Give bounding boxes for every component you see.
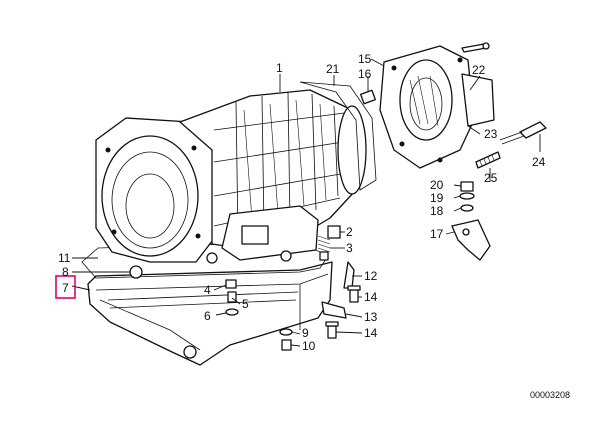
clip-12[interactable] <box>343 261 355 289</box>
sensor-24[interactable] <box>499 121 547 145</box>
stud-25[interactable] <box>475 151 501 169</box>
callouts: 1 2 3 4 5 6 7 8 9 10 11 12 13 14 14 15 1… <box>55 52 546 353</box>
callout-14-upper[interactable]: 14 <box>364 290 378 304</box>
drain-plug-10[interactable] <box>281 339 292 351</box>
bolt-14a[interactable] <box>347 285 361 303</box>
callout-4[interactable]: 4 <box>204 283 211 297</box>
filter-screen-2[interactable] <box>327 225 341 239</box>
callout-7-highlight <box>55 275 76 299</box>
washer-19[interactable] <box>459 192 475 200</box>
spring-3[interactable] <box>317 235 331 261</box>
callout-20[interactable]: 20 <box>430 178 444 192</box>
oil-pan[interactable] <box>87 261 333 366</box>
ring-18[interactable] <box>460 204 474 212</box>
transmission-housing[interactable] <box>95 89 367 264</box>
diagram-id: 00003208 <box>530 390 570 400</box>
extension-housing[interactable] <box>379 45 495 169</box>
bush-20[interactable] <box>460 181 474 192</box>
callout-24[interactable]: 24 <box>532 155 546 169</box>
callout-18[interactable]: 18 <box>430 204 444 218</box>
callout-6[interactable]: 6 <box>204 309 211 323</box>
seal-9[interactable] <box>279 328 293 336</box>
clamp-13[interactable] <box>321 301 347 319</box>
callout-8[interactable]: 8 <box>62 265 69 279</box>
callout-23[interactable]: 23 <box>484 127 498 141</box>
callout-5[interactable]: 5 <box>242 297 249 311</box>
bolt-5[interactable] <box>227 291 237 303</box>
callout-19[interactable]: 19 <box>430 191 444 205</box>
plug-4[interactable] <box>225 279 237 289</box>
bracket-17[interactable] <box>451 219 491 261</box>
callout-17[interactable]: 17 <box>430 227 444 241</box>
callout-10[interactable]: 10 <box>302 339 316 353</box>
callout-14-lower[interactable]: 14 <box>364 326 378 340</box>
screw-15[interactable] <box>461 42 490 53</box>
callout-22[interactable]: 22 <box>472 63 486 77</box>
callout-11[interactable]: 11 <box>58 251 71 265</box>
callout-2[interactable]: 2 <box>346 225 353 239</box>
callout-13[interactable]: 13 <box>364 310 378 324</box>
callout-3[interactable]: 3 <box>346 241 353 255</box>
callout-9[interactable]: 9 <box>302 326 309 340</box>
callout-12[interactable]: 12 <box>364 269 378 283</box>
callout-15[interactable]: 15 <box>358 52 372 66</box>
rear-gasket[interactable] <box>299 81 377 191</box>
callout-25[interactable]: 25 <box>484 171 498 185</box>
callout-7[interactable]: 7 <box>62 281 69 295</box>
callout-16[interactable]: 16 <box>358 67 372 81</box>
washer-6[interactable] <box>225 308 239 316</box>
callout-21[interactable]: 21 <box>326 62 340 76</box>
callout-1[interactable]: 1 <box>276 61 283 75</box>
bolt-14b[interactable] <box>325 321 339 339</box>
bolt-16[interactable] <box>360 89 376 105</box>
